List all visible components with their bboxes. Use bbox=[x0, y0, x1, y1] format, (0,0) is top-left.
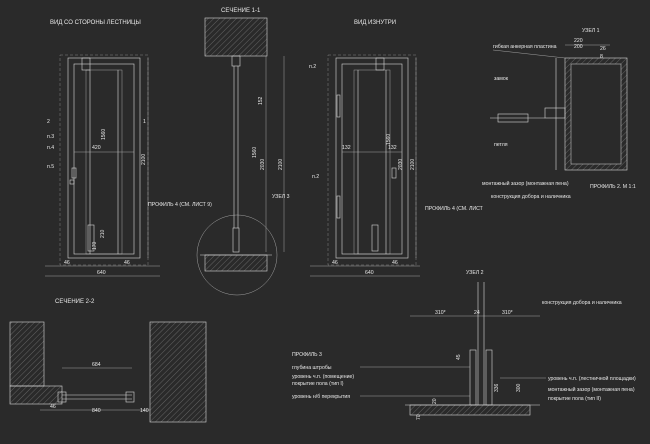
section-2-2: СЕЧЕНИЕ 2-2 684 46 840 140 bbox=[9, 299, 207, 423]
dim-140: 140 bbox=[140, 408, 149, 414]
mark-one: 1 bbox=[143, 119, 146, 125]
label-floor-cover2: покрытие пола (тип II) bbox=[548, 396, 601, 402]
dim-2100b: 2100 bbox=[278, 159, 284, 170]
view-from-inside: ВИД ИЗНУТРИ 132 132 1560 2030 2100 п.2 п… bbox=[309, 20, 484, 277]
dim-310b: 310* bbox=[502, 310, 513, 316]
title-node-1: УЗЕЛ 1 bbox=[582, 28, 600, 34]
dim-46d: 46 bbox=[392, 260, 398, 266]
label-level-slab: уровень н/б перекрытия bbox=[292, 394, 350, 400]
dim-2030: 2030 bbox=[260, 159, 266, 170]
section-1-1: СЕЧЕНИЕ 1-1 152 1560 2030 2100 УЗЕЛ 3 ПР… bbox=[148, 8, 290, 296]
title-stairs-view: ВИД СО СТОРОНЫ ЛЕСТНИЦЫ bbox=[50, 20, 141, 26]
dim-1560b: 1560 bbox=[252, 147, 258, 158]
dim-20: 20 bbox=[432, 398, 438, 404]
mark-p2b: п.2 bbox=[312, 174, 319, 180]
label-frame-construction2: конструкция добора и наличника bbox=[542, 300, 622, 306]
label-floor-cover: покрытие пола (тип I) bbox=[292, 381, 344, 387]
label-lock: замок bbox=[494, 76, 509, 82]
dim-132b: 132 bbox=[388, 145, 397, 151]
label-profile2: ПРОФИЛЬ 2. М 1:1 bbox=[590, 184, 636, 190]
mark-p4: п.4 bbox=[47, 145, 54, 151]
mark-p5: п.5 bbox=[47, 164, 54, 170]
mark-two: 2 bbox=[47, 119, 50, 125]
dim-640a: 640 bbox=[97, 270, 106, 276]
label-strobe-depth: глубина штробы bbox=[292, 365, 332, 371]
dim-45: 45 bbox=[456, 354, 462, 360]
dim-200: 200 bbox=[574, 44, 583, 50]
dim-46b: 46 bbox=[124, 260, 130, 266]
dim-70: 70 bbox=[416, 414, 422, 420]
dim-684: 684 bbox=[92, 362, 101, 368]
label-profile4-right: ПРОФИЛЬ 4 (СМ. ЛИСТ bbox=[425, 206, 484, 212]
dim-24: 24 bbox=[474, 310, 480, 316]
dim-46a: 46 bbox=[64, 260, 70, 266]
dim-210: 210 bbox=[100, 229, 106, 238]
dim-152: 152 bbox=[258, 96, 264, 105]
dim-2030b: 2030 bbox=[398, 159, 404, 170]
dim-300: 300 bbox=[516, 383, 522, 392]
dim-2100c: 2100 bbox=[410, 159, 416, 170]
dim-2100a: 2100 bbox=[141, 154, 147, 165]
label-profile3: ПРОФИЛЬ 3 bbox=[292, 352, 322, 358]
dim-1560c: 1560 bbox=[386, 134, 392, 145]
node-2: УЗЕЛ 2 310* 24 310* 336 300 45 20 70 ПРО… bbox=[292, 270, 636, 420]
label-mount-gap: монтажный зазор (монтажная пена) bbox=[482, 180, 569, 187]
dim-8: 8 bbox=[600, 54, 603, 60]
title-section-2: СЕЧЕНИЕ 2-2 bbox=[55, 299, 95, 305]
title-node-3: УЗЕЛ 3 bbox=[272, 194, 290, 200]
dim-46c: 46 bbox=[332, 260, 338, 266]
dim-840: 840 bbox=[92, 408, 101, 414]
label-level-landing: уровень ч.п. (лестничной площадки) bbox=[548, 375, 636, 382]
node-1: УЗЕЛ 1 220 200 26 8 гибкая анкерная плас… bbox=[482, 28, 636, 200]
dim-420: 420 bbox=[92, 145, 101, 151]
dim-640b: 640 bbox=[365, 270, 374, 276]
title-node-2: УЗЕЛ 2 bbox=[466, 270, 484, 276]
mark-p3: п.3 bbox=[47, 134, 54, 140]
dim-170: 170 bbox=[92, 241, 98, 250]
label-level-room: уровень ч.п. (помещение) bbox=[292, 374, 354, 380]
title-inside-view: ВИД ИЗНУТРИ bbox=[354, 20, 396, 26]
label-hinge: петля bbox=[494, 142, 508, 148]
dim-132a: 132 bbox=[342, 145, 351, 151]
view-from-stairs: ВИД СО СТОРОНЫ ЛЕСТНИЦЫ 420 1560 2100 21… bbox=[45, 20, 160, 277]
dim-26: 26 bbox=[600, 46, 606, 52]
title-section-1: СЕЧЕНИЕ 1-1 bbox=[221, 8, 261, 14]
label-profile4-left: ПРОФИЛЬ 4 (СМ. ЛИСТ 9) bbox=[148, 202, 212, 208]
label-mount-gap2: монтажный зазор (монтажная пена) bbox=[548, 386, 635, 393]
dim-46e: 46 bbox=[50, 404, 56, 410]
mark-p2: п.2 bbox=[309, 64, 316, 70]
dim-1560: 1560 bbox=[101, 129, 107, 140]
dim-220: 220 bbox=[574, 38, 583, 44]
label-frame-construction: конструкция добора и наличника bbox=[491, 194, 571, 200]
label-facing-plate: гибкая анкерная пластина bbox=[493, 44, 557, 50]
dim-336: 336 bbox=[494, 383, 500, 392]
dim-310a: 310* bbox=[435, 310, 446, 316]
